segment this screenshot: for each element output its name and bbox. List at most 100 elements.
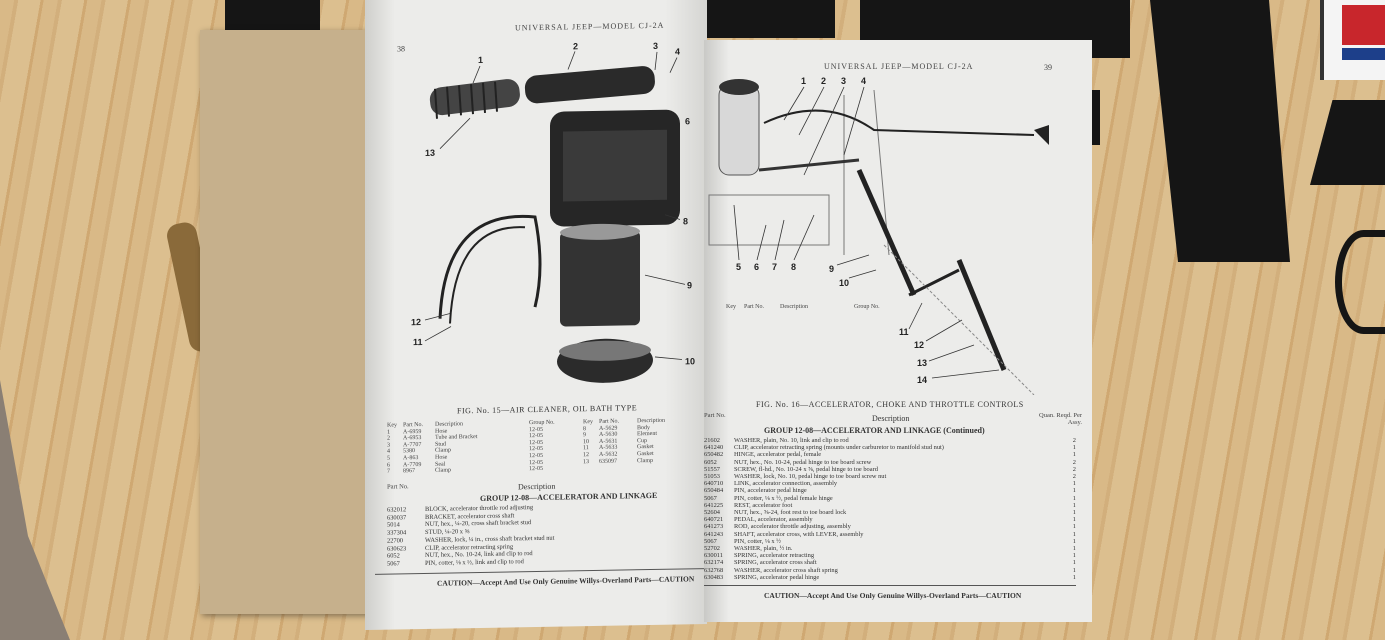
- part-quantity: 2: [1072, 473, 1076, 481]
- figure-caption: FIG. No. 15—AIR CLEANER, OIL BATH TYPE: [457, 403, 638, 416]
- callout-11: 11: [413, 337, 423, 347]
- callout-6: 6: [685, 116, 690, 126]
- callout-3: 3: [653, 41, 658, 51]
- group-title: GROUP 12-08—ACCELERATOR AND LINKAGE: [480, 490, 658, 503]
- stencil-paint: [705, 0, 835, 38]
- part-quantity: 1: [1072, 530, 1076, 538]
- part-quantity: 1: [1072, 559, 1076, 567]
- part-description: CLIP, accelerator retracting spring (mou…: [734, 444, 944, 452]
- part-number: 52702: [704, 545, 720, 553]
- parts-row: 5067 PIN, cotter, ⅛ x ½ 1: [704, 538, 1076, 545]
- part-number: 5067: [704, 494, 717, 502]
- part-description: REST, accelerator foot: [734, 501, 793, 509]
- callout-4: 4: [861, 76, 866, 86]
- key-table-cell: [599, 464, 633, 471]
- part-quantity: 1: [1072, 537, 1076, 545]
- part-quantity: 2: [1072, 465, 1076, 473]
- callout-10: 10: [685, 356, 695, 366]
- callout-13: 13: [425, 148, 435, 158]
- callout-14: 14: [917, 375, 927, 385]
- part-number: 641225: [704, 501, 724, 509]
- part-number: 650484: [704, 487, 724, 495]
- part-description: ROD, accelerator throttle adjusting, ass…: [734, 523, 851, 531]
- stencil-paint: [1335, 230, 1385, 334]
- part-description: LINK, accelerator connection, assembly: [734, 480, 838, 488]
- key-table-cell: 8967: [403, 468, 415, 475]
- part-number: 641273: [704, 523, 724, 531]
- key-table: Key Part No. Description Group No. Key P…: [387, 418, 665, 476]
- part-description: WASHER, accelerator cross shaft spring: [734, 566, 838, 574]
- col-header: Part No.: [744, 304, 764, 310]
- parts-row: 641273 ROD, accelerator throttle adjustin…: [704, 523, 1076, 530]
- page-number: 39: [1044, 63, 1052, 72]
- callout-9: 9: [687, 280, 692, 290]
- page-header: UNIVERSAL JEEP—MODEL CJ-2A: [824, 62, 974, 71]
- parts-row: 632768 WASHER, accelerator cross shaft sp…: [704, 567, 1076, 574]
- part-number: 640721: [704, 516, 724, 524]
- part-quantity: 1: [1072, 523, 1076, 531]
- callout-3: 3: [841, 76, 846, 86]
- callout-1: 1: [478, 55, 483, 65]
- part-number: 641240: [704, 444, 724, 452]
- part-quantity: 1: [1072, 444, 1076, 452]
- key-table-cell: Clamp: [637, 457, 653, 464]
- part-number: 632768: [704, 566, 724, 574]
- callout-1: 1: [801, 76, 806, 86]
- caution-footer: CAUTION—Accept And Use Only Genuine Will…: [764, 591, 1022, 600]
- part-quantity: 1: [1072, 573, 1076, 581]
- part-quantity: 1: [1072, 545, 1076, 553]
- part-number: 630011: [704, 552, 723, 560]
- part-quantity: 1: [1072, 509, 1076, 517]
- caution-footer: CAUTION—Accept And Use Only Genuine Will…: [437, 574, 695, 588]
- callout-6: 6: [754, 262, 759, 272]
- right-page: UNIVERSAL JEEP—MODEL CJ-2A 39 1 2 3 4 5 …: [704, 40, 1092, 622]
- key-table-header: Key Part No. Description Group No.: [726, 304, 880, 311]
- key-table-cell: 7: [387, 468, 390, 475]
- part-description: PIN, cotter, ⅛ x ½, pedal female hinge: [734, 494, 833, 502]
- callout-4: 4: [675, 47, 680, 57]
- col-header: Description: [780, 304, 808, 310]
- parts-row: 641240 CLIP, accelerator retracting sprin…: [704, 444, 1076, 451]
- part-number: 5067: [704, 537, 717, 545]
- part-description: PIN, cotter, ⅛ x ½: [734, 537, 781, 545]
- part-quantity: 1: [1072, 501, 1076, 509]
- part-quantity: 1: [1072, 480, 1076, 488]
- part-description: SPRING, accelerator pedal hinge: [734, 573, 820, 581]
- part-number: 51053: [704, 473, 720, 481]
- part-description: SPRING, accelerator retracting: [734, 552, 815, 560]
- part-quantity: 2: [1072, 458, 1076, 466]
- part-quantity: 1: [1072, 451, 1076, 459]
- callout-8: 8: [683, 216, 688, 226]
- part-description: WASHER, plain, No. 10, link and clip to …: [734, 437, 849, 444]
- qty-header: Quan. Reqd. Per Assy.: [1039, 412, 1082, 426]
- callout-10: 10: [839, 278, 849, 288]
- callout-12: 12: [914, 340, 924, 350]
- left-page: UNIVERSAL JEEP—MODEL CJ-2A 38 1 2 3 4 6 …: [365, 0, 707, 630]
- part-quantity: 2: [1072, 437, 1076, 444]
- part-description: WASHER, plain, ½ in.: [734, 545, 793, 553]
- part-quantity: 1: [1072, 494, 1076, 502]
- part-description: WASHER, lock, No. 10, pedal hinge to toe…: [734, 473, 887, 481]
- part-number: 632174: [704, 559, 724, 567]
- red-book-corner: [1320, 0, 1385, 80]
- part-description: PEDAL, accelerator, assembly: [734, 516, 813, 524]
- callout-11: 11: [899, 327, 909, 337]
- callout-9: 9: [829, 264, 834, 274]
- part-description: NUT, hex., ⅝-24, foot rest to toe board …: [734, 509, 847, 517]
- group-title: GROUP 12-08—ACCELERATOR AND LINKAGE (Con…: [764, 426, 985, 435]
- part-number: 650482: [704, 451, 724, 459]
- parts-row: 52702 WASHER, plain, ½ in. 1: [704, 545, 1076, 552]
- part-number: 5067: [387, 560, 400, 568]
- part-no-header: Part No.: [704, 412, 726, 419]
- callout-2: 2: [821, 76, 826, 86]
